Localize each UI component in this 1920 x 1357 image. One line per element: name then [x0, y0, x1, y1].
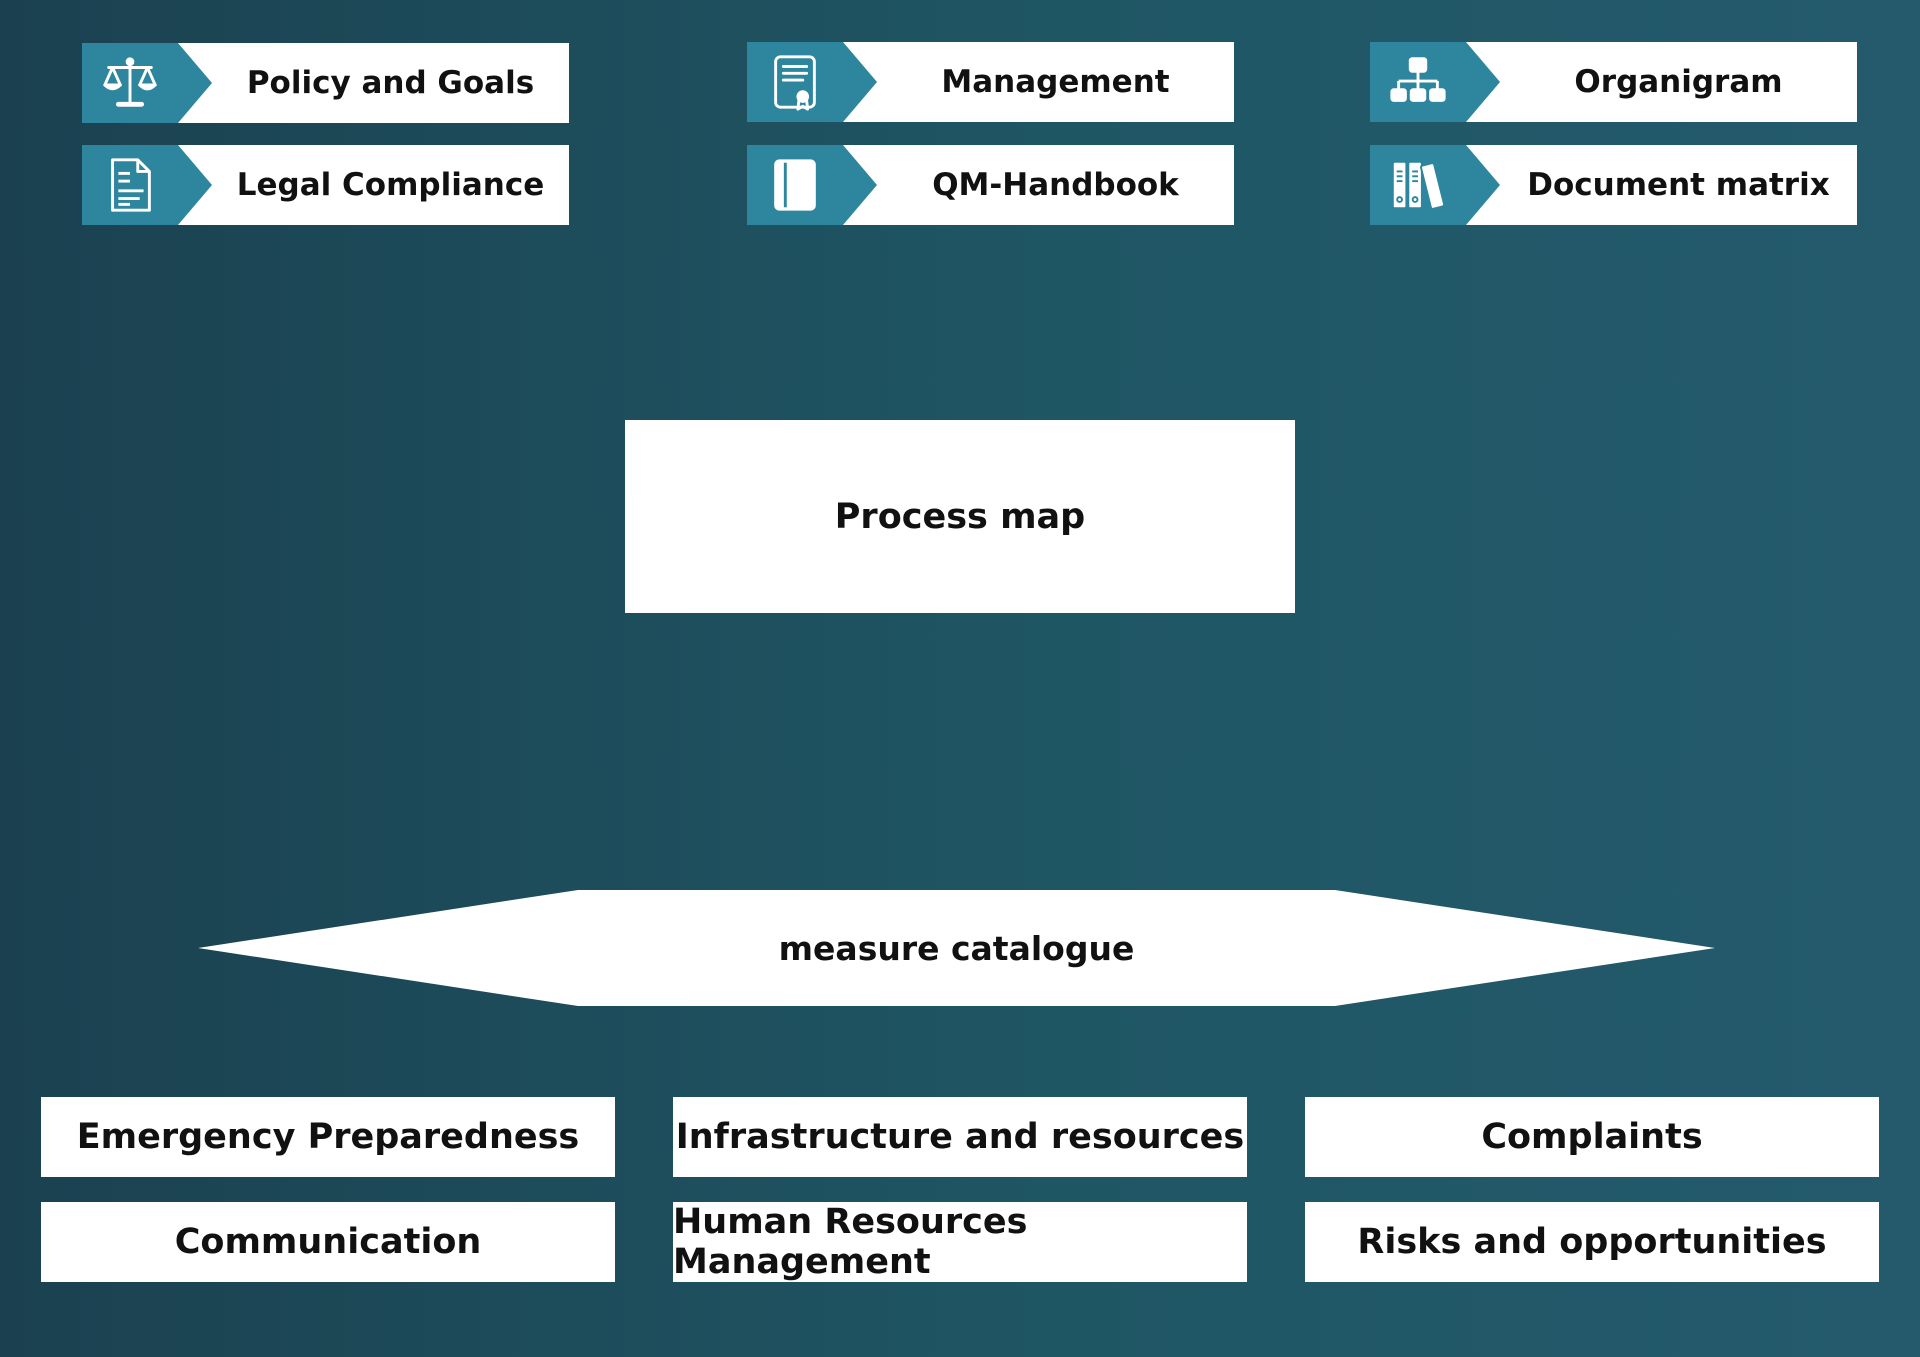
process-map-label: Process map [834, 496, 1086, 537]
human-resources-management-label: Human Resources Management [673, 1202, 1028, 1282]
management-button[interactable]: Management [747, 42, 1234, 122]
human-resources-management-box[interactable]: Human Resources Management [673, 1202, 1247, 1282]
communication-box[interactable]: Communication [41, 1202, 615, 1282]
binders-icon [1370, 145, 1466, 225]
emergency-preparedness-box[interactable]: Emergency Preparedness [41, 1097, 615, 1177]
certificate-icon [747, 42, 843, 122]
legal-compliance-button[interactable]: Legal Compliance [82, 145, 569, 225]
infrastructure-and-resources-box[interactable]: Infrastructure and resources [673, 1097, 1247, 1177]
risks-and-opportunities-label: Risks and opportunities [1357, 1222, 1827, 1262]
complaints-label: Complaints [1481, 1117, 1703, 1157]
hexagon-shape [198, 890, 1715, 1006]
communication-label: Communication [174, 1222, 482, 1262]
legal-compliance-label: Legal Compliance [236, 167, 545, 203]
qm-handbook-label: QM-Handbook [932, 167, 1179, 203]
document-icon [82, 145, 178, 225]
measure-catalogue-label: measure catalogue [778, 928, 1135, 968]
measure-catalogue-shape[interactable]: measure catalogue [198, 890, 1715, 1006]
organigram-label: Organigram [1574, 64, 1783, 100]
management-label: Management [941, 64, 1170, 100]
infrastructure-and-resources-label: Infrastructure and resources [675, 1117, 1245, 1157]
document-matrix-label: Document matrix [1527, 167, 1830, 203]
org-chart-icon [1370, 42, 1466, 122]
process-map-box[interactable]: Process map [625, 420, 1295, 613]
organigram-button[interactable]: Organigram [1370, 42, 1857, 122]
complaints-box[interactable]: Complaints [1305, 1097, 1879, 1177]
document-matrix-button[interactable]: Document matrix [1370, 145, 1857, 225]
emergency-preparedness-label: Emergency Preparedness [76, 1117, 580, 1157]
policy-and-goals-label: Policy and Goals [246, 65, 535, 101]
policy-and-goals-button[interactable]: Policy and Goals [82, 43, 569, 123]
book-icon [747, 145, 843, 225]
scales-icon [82, 43, 178, 123]
risks-and-opportunities-box[interactable]: Risks and opportunities [1305, 1202, 1879, 1282]
qm-handbook-button[interactable]: QM-Handbook [747, 145, 1234, 225]
